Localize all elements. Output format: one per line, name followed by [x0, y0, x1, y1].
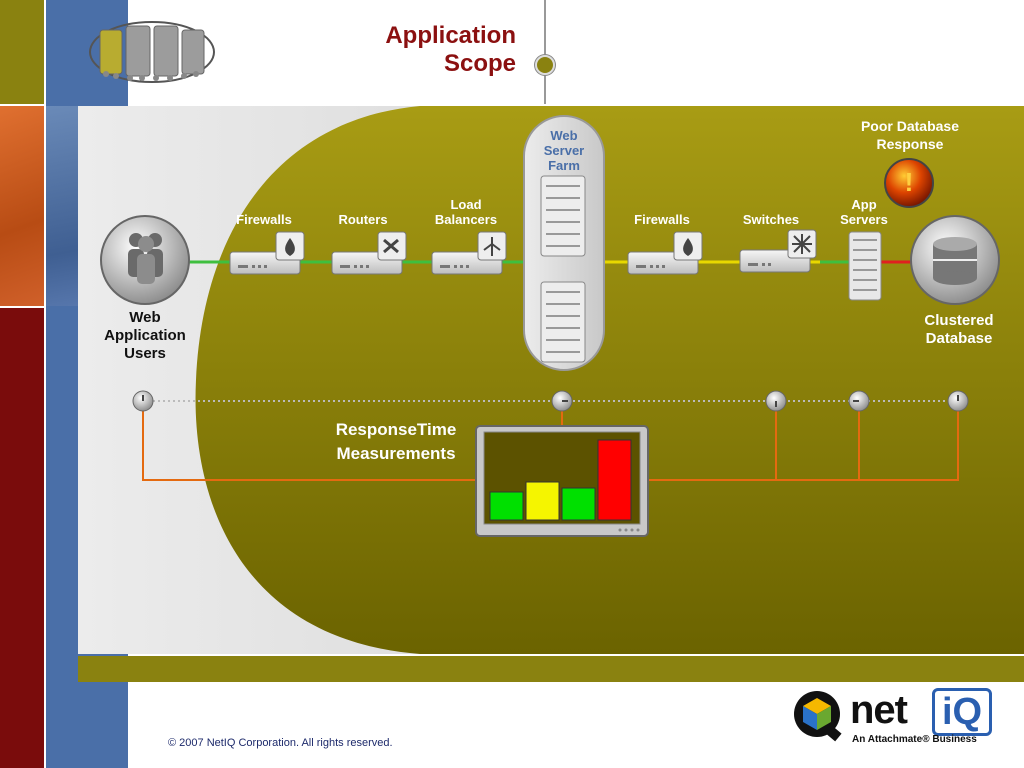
alert-node	[884, 158, 934, 208]
clustered-database-label: Clustered Database	[924, 312, 994, 347]
left-strip-orange-photo	[0, 106, 44, 306]
copyright-footer: © 2007 NetIQ Corporation. All rights res…	[168, 737, 393, 749]
logo-iq-word: iQ	[932, 688, 992, 736]
response-time-label: ResponseTime Measurements	[335, 420, 457, 463]
title-line-1: Application	[385, 22, 516, 49]
measurement-bar	[597, 439, 632, 521]
clock-icon	[848, 390, 870, 412]
clock-icon	[947, 390, 969, 412]
alert-icon: !	[904, 167, 914, 197]
web-users-label: Web Application Users	[104, 309, 186, 362]
load-balancer-icon	[483, 237, 501, 256]
cube-logo-icon	[794, 691, 842, 742]
firewall-icon	[683, 238, 693, 256]
measurement-bar	[525, 481, 560, 521]
header-server-thumbnail	[89, 21, 215, 83]
firewalls-label-1: Firewalls	[236, 212, 292, 227]
measurement-bar	[489, 491, 524, 521]
slide-title: Application Scope	[330, 22, 516, 78]
netiq-logo: net iQ An Attachmate® Business	[792, 686, 992, 750]
web-users-node	[100, 215, 190, 305]
load-balancer-device	[431, 231, 507, 275]
firewalls-label-2: Firewalls	[634, 212, 690, 227]
app-servers-label: App Servers	[840, 197, 888, 227]
clock-icon	[551, 390, 573, 412]
measurement-bars	[489, 439, 632, 521]
clustered-database-node	[910, 215, 1000, 305]
poor-db-response-label: Poor Database Response	[860, 118, 960, 152]
users-icon	[128, 233, 163, 284]
app-servers-device	[848, 231, 882, 301]
switch-device	[739, 229, 817, 273]
logo-tagline: An Attachmate® Business	[852, 734, 977, 745]
title-divider	[544, 0, 546, 104]
measurement-lines	[142, 410, 959, 481]
router-icon	[383, 238, 399, 254]
left-strip-red	[0, 308, 44, 768]
router-device	[331, 231, 407, 275]
server-rack-icon	[546, 185, 580, 353]
switches-label: Switches	[742, 212, 800, 227]
database-icon	[933, 237, 977, 285]
clock-icon	[765, 390, 787, 412]
title-bullet	[535, 55, 555, 75]
load-balancers-label: Load Balancers	[434, 197, 498, 227]
firewall-icon	[285, 238, 295, 256]
web-server-farm	[523, 115, 605, 371]
firewall-device-1	[229, 231, 305, 275]
clock-icons	[132, 390, 969, 412]
routers-label: Routers	[338, 212, 388, 227]
bottom-band	[78, 656, 1024, 682]
title-line-2: Scope	[443, 50, 516, 77]
web-server-farm-label: Web Server Farm	[543, 128, 585, 173]
left-strip-olive	[0, 0, 44, 104]
measurement-bar	[561, 487, 596, 521]
logo-net-word: net	[850, 688, 908, 732]
clock-icon	[132, 390, 154, 412]
firewall-device-2	[627, 231, 703, 275]
switch-icon	[792, 234, 812, 254]
